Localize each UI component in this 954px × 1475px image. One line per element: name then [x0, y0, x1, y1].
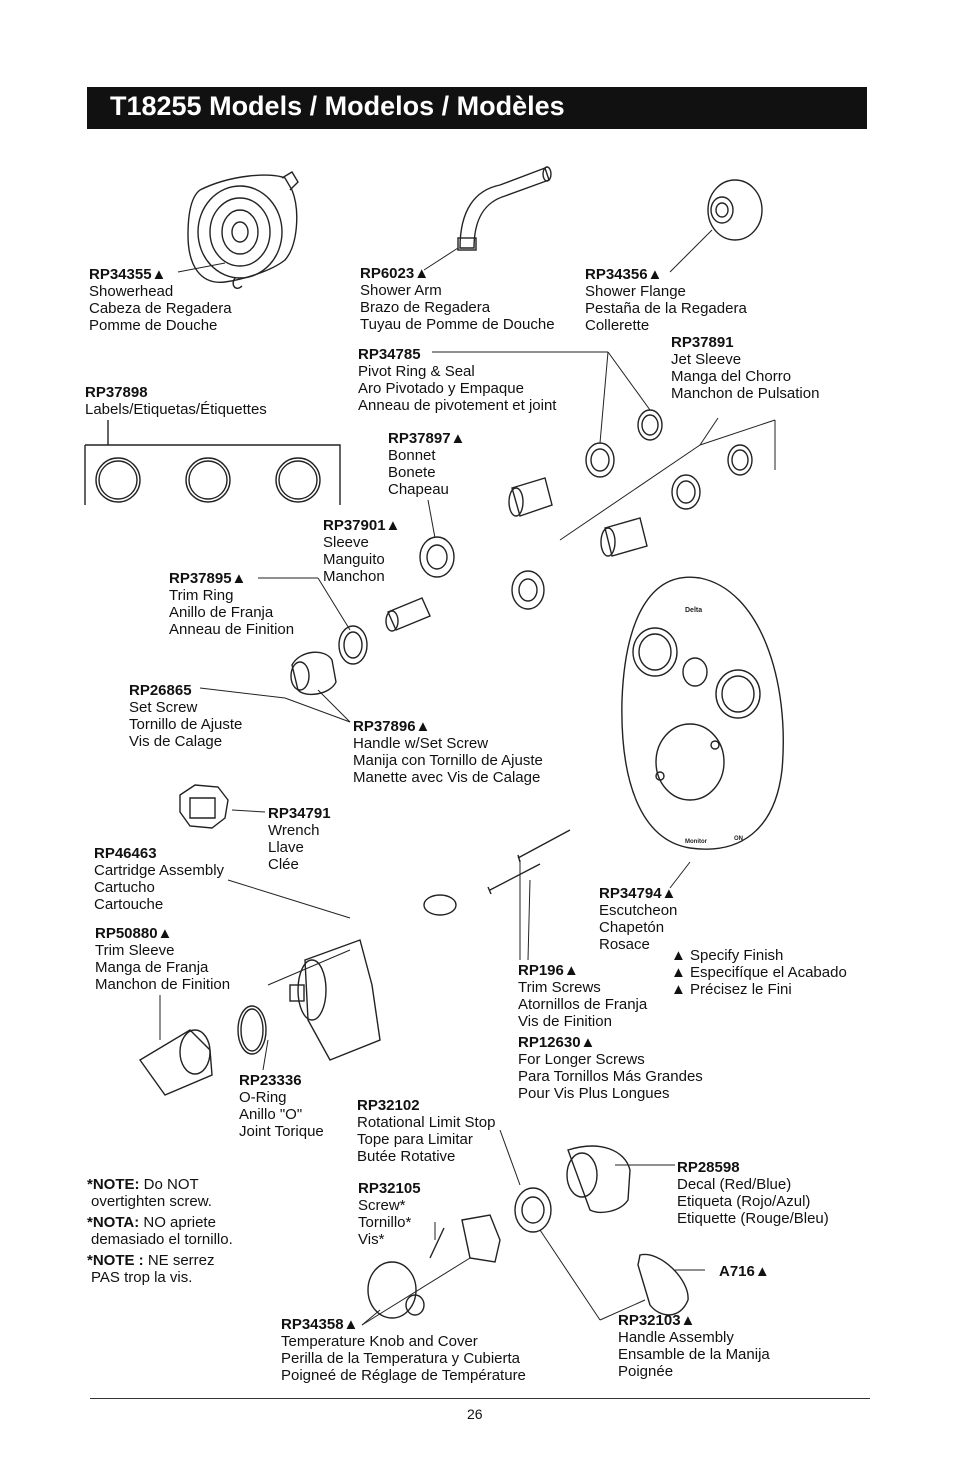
handle-drawing	[290, 651, 337, 696]
trim-sleeve-drawing	[138, 1029, 213, 1096]
part-number: RP37891	[671, 334, 734, 351]
wrench-drawing	[179, 784, 229, 829]
part-label-decal: RP28598 Decal (Red/Blue)Etiqueta (Rojo/A…	[677, 1159, 829, 1227]
shower-flange-drawing	[707, 179, 763, 241]
part-number: RP34791	[268, 805, 331, 822]
part-number: RP6023▲	[360, 265, 430, 282]
page-number: 26	[467, 1406, 483, 1422]
part-number: RP34355▲	[89, 266, 167, 283]
part-label-a716: A716▲	[719, 1263, 770, 1280]
showerhead-drawing	[187, 171, 299, 289]
shower-arm-drawing	[457, 166, 552, 251]
limit-stop-drawing	[461, 1214, 501, 1263]
escutcheon-drawing	[621, 576, 784, 850]
bonnet-drawing	[419, 477, 648, 610]
sleeve-drawing	[385, 597, 431, 632]
o-ring-drawing	[237, 1005, 267, 1055]
specify-finish-note: ▲ Specify Finish ▲ Especifíque el Acabad…	[671, 947, 847, 998]
part-number: RP50880▲	[95, 925, 173, 942]
handle-assembly-drawing	[514, 1145, 689, 1316]
escutcheon-model-text: Monitor	[685, 839, 708, 845]
part-number: RP23336	[239, 1072, 302, 1089]
part-label-labels: RP37898 Labels/Etiquetas/Étiquettes	[85, 384, 267, 418]
part-number: RP37896▲	[353, 718, 431, 735]
title-bar	[87, 87, 867, 129]
escutcheon-on-text: ON	[734, 836, 743, 842]
footer-rule	[90, 1398, 870, 1399]
part-label-screw: RP32105 Screw*Tornillo*Vis*	[358, 1180, 421, 1248]
part-number: RP37897▲	[388, 430, 466, 447]
part-number: RP32103▲	[618, 1312, 696, 1329]
part-number: RP32105	[358, 1180, 421, 1197]
trim-screws-drawing	[487, 829, 571, 895]
part-number: RP46463	[94, 845, 157, 862]
part-number: RP37895▲	[169, 570, 247, 587]
labels-drawing	[84, 420, 341, 505]
trim-ring-drawing	[338, 625, 368, 665]
part-number: RP32102	[357, 1097, 420, 1114]
part-number: RP34358▲	[281, 1316, 359, 1333]
part-number: RP37898	[85, 384, 148, 401]
part-number: RP37901▲	[323, 517, 401, 534]
part-number: RP196▲	[518, 962, 579, 979]
part-number: RP12630▲	[518, 1034, 596, 1051]
page-title: T18255 Models / Modelos / Modèles	[110, 91, 565, 121]
part-number: A716▲	[719, 1263, 770, 1280]
screw-drawing	[429, 1227, 445, 1259]
part-number: RP28598	[677, 1159, 740, 1176]
part-number: RP34356▲	[585, 266, 663, 283]
pivot-ring-drawing	[585, 409, 753, 510]
part-number: RP34794▲	[599, 885, 677, 902]
leader-lines	[159, 229, 776, 1326]
temp-knob-drawing	[367, 1261, 425, 1319]
cartridge-drawing	[289, 894, 457, 1061]
part-number: RP34785	[358, 346, 421, 363]
part-number: RP26865	[129, 682, 192, 699]
escutcheon-brand-text: Delta	[685, 607, 702, 614]
